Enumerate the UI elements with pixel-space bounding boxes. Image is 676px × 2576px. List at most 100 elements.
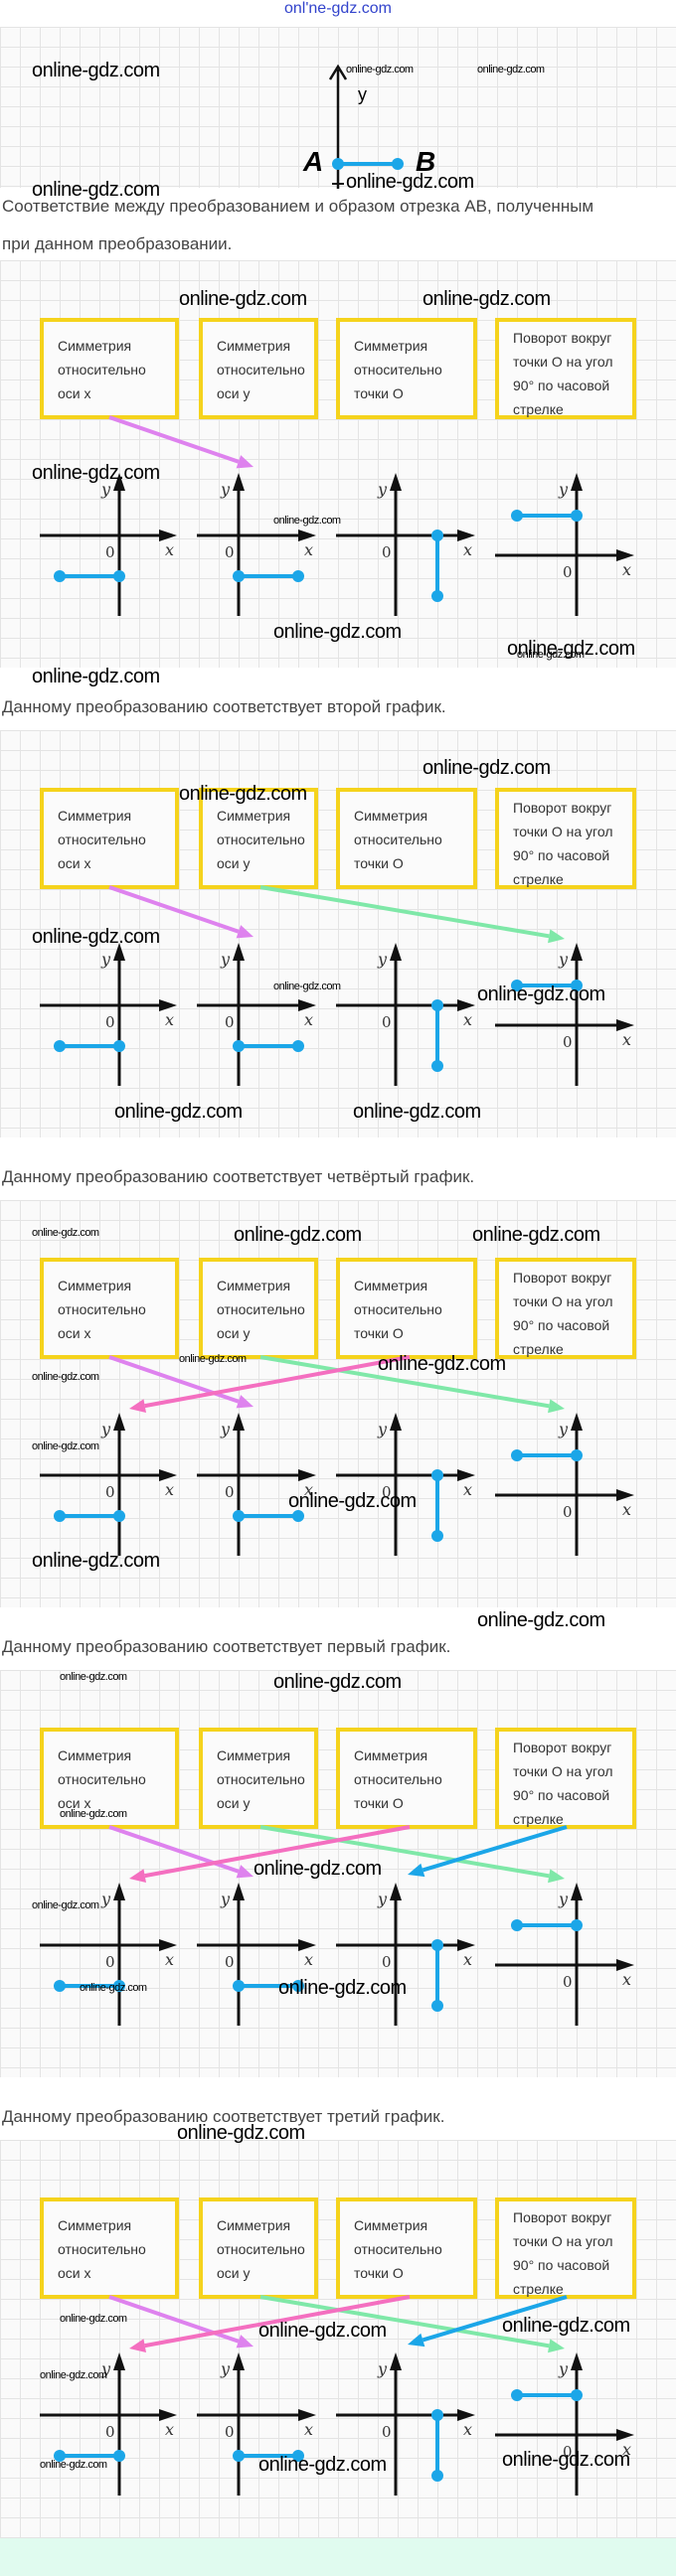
watermark: online-gdz.com — [346, 171, 474, 193]
mapping-arrow — [144, 2295, 411, 2349]
segment-endpoint — [233, 1980, 245, 1992]
x-axis-arrow-icon — [298, 1469, 316, 1481]
watermark: online-gdz.com — [273, 981, 341, 992]
watermark: online-gdz.com — [179, 1353, 247, 1365]
mapping-arrow — [108, 415, 240, 464]
box-text-line: относительно — [58, 1301, 146, 1317]
y-axis-arrow-icon — [113, 1413, 125, 1431]
box-text-line: Симметрия — [354, 338, 428, 354]
graph-3: y x 0 — [336, 943, 475, 1086]
watermark: online-gdz.com — [258, 2454, 387, 2476]
y-axis-arrow-icon — [113, 943, 125, 961]
origin-label: 0 — [105, 1013, 115, 1031]
y-axis-arrow-icon — [390, 943, 402, 961]
y-axis-arrow-icon — [571, 1413, 583, 1431]
watermark: online-gdz.com — [32, 1440, 99, 1452]
graph-1: yx0 — [40, 2352, 177, 2496]
origin-label: 0 — [382, 1013, 392, 1031]
x-axis-arrow-icon — [457, 2409, 475, 2421]
origin-label: 0 — [105, 1483, 115, 1501]
watermark: online-gdz.com — [477, 1609, 605, 1631]
arrowhead-icon — [548, 1869, 565, 1884]
segment-endpoint — [571, 1919, 583, 1931]
x-axis-label: x — [463, 1010, 472, 1029]
mapping-arrow — [144, 1825, 411, 1879]
segment-endpoint — [571, 510, 583, 522]
segment-endpoint — [431, 2000, 443, 2012]
x-axis-arrow-icon — [457, 999, 475, 1011]
y-axis-arrow-icon — [390, 2352, 402, 2370]
box-text-line: относительно — [58, 1771, 146, 1787]
segment-endpoint — [511, 510, 523, 522]
x-axis-label: x — [463, 1480, 472, 1499]
segment-endpoint — [233, 1040, 245, 1052]
segment-endpoint — [511, 980, 523, 991]
box-text-line: 90° по часовой — [513, 2257, 610, 2273]
x-axis-label: x — [622, 1030, 631, 1049]
y-axis-label: y — [377, 1420, 388, 1439]
watermark: online-gdz.com — [177, 2122, 305, 2144]
graph-4: yx0 — [495, 1413, 634, 1556]
segment-endpoint — [292, 1980, 304, 1992]
box-text-line: Поворот вокруг — [513, 1740, 612, 1755]
y-axis-label: y — [558, 1420, 569, 1439]
box-text-line: относительно — [58, 832, 146, 847]
origin-label: 0 — [563, 2443, 573, 2461]
intro-text-line-1: Соответствие между преобразованием и обр… — [2, 197, 594, 216]
segment-endpoint — [54, 570, 66, 582]
box-text-line: оси y — [217, 855, 251, 871]
y-axis-arrow-icon — [571, 2352, 583, 2370]
graph-3: yx0 — [336, 473, 475, 616]
x-axis-arrow-icon — [298, 1939, 316, 1951]
x-axis-label: x — [165, 540, 174, 559]
box-text-line: Симметрия — [217, 1278, 291, 1293]
box-text-line: относительно — [217, 362, 305, 378]
y-axis-label: y — [377, 950, 388, 969]
y-axis-arrow-icon — [233, 1413, 245, 1431]
segment-endpoint — [54, 1510, 66, 1522]
x-axis-label: x — [304, 1950, 313, 1969]
box-text-line: точки O на угол — [513, 354, 613, 370]
box-text-line: относительно — [354, 832, 442, 847]
arrowhead-icon — [236, 1865, 254, 1879]
panel-grid — [0, 1670, 676, 2077]
watermark: online-gdz.com — [60, 2313, 127, 2325]
segment-endpoint — [431, 1939, 443, 1951]
watermark: online-gdz.com — [507, 638, 635, 660]
answer-text: Данному преобразованию соответствует чет… — [2, 1167, 475, 1186]
x-axis-arrow-icon — [457, 1939, 475, 1951]
y-axis-arrow-icon — [390, 473, 402, 491]
box-text-line: Симметрия — [58, 1747, 132, 1763]
origin-label: 0 — [225, 1483, 235, 1501]
y-axis-arrow-icon — [571, 943, 583, 961]
y-axis-label: y — [100, 2359, 111, 2378]
box-text-line: оси x — [58, 1325, 91, 1341]
graph-2: yx0 — [197, 943, 316, 1086]
segment-endpoint — [511, 1919, 523, 1931]
x-axis-label: x — [463, 2420, 472, 2439]
x-axis-arrow-icon — [457, 530, 475, 541]
box-text-line: Симметрия — [58, 808, 132, 824]
y-axis-label: y — [100, 1890, 111, 1908]
graph-1: yx0 — [40, 1883, 177, 2026]
x-axis-label: x — [622, 1500, 631, 1519]
intro-figure — [328, 64, 404, 189]
box-text-line: точки O — [354, 2265, 404, 2281]
segment-endpoint — [233, 2450, 245, 2462]
box-text-line: 90° по часовой — [513, 1787, 610, 1803]
mapping-arrow — [108, 1825, 240, 1874]
segment-endpoint — [233, 570, 245, 582]
segment-endpoint — [292, 2450, 304, 2462]
origin-label: 0 — [225, 2423, 235, 2441]
x-axis-label: x — [622, 1970, 631, 1989]
